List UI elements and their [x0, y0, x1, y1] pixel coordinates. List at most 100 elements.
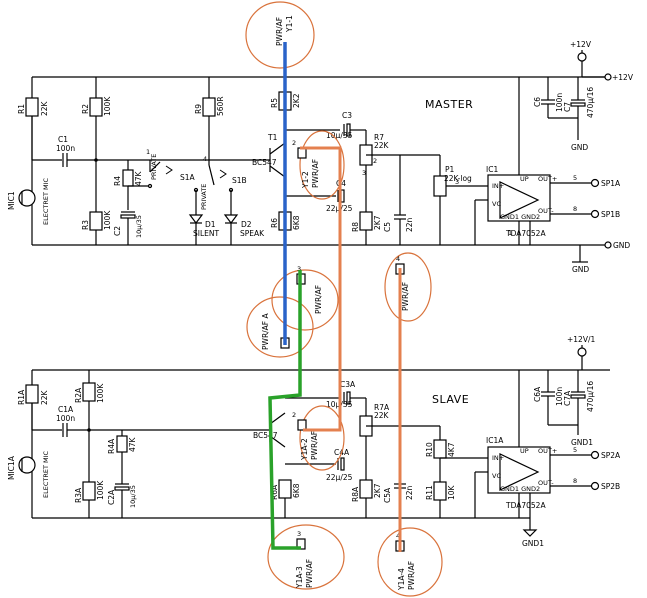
slave-r4-value: 47K	[128, 436, 137, 452]
master-r1-label: R1	[17, 104, 26, 114]
pin: 2	[373, 157, 377, 165]
ic-pin-inp: IN+	[492, 182, 504, 190]
master-r3-label: R3	[81, 220, 90, 230]
slave-c2-value: 10µ/35	[129, 485, 137, 508]
master-s1b-label: S1B	[232, 176, 247, 185]
vcc-slave-label: +12V/1	[567, 335, 595, 344]
master-s1b-private: PRIVATE	[200, 184, 208, 210]
slave-c7a-plate	[570, 394, 586, 399]
master-d2-value: SPEAK	[240, 229, 265, 238]
slave-r1-label: R1A	[17, 389, 26, 405]
gnd-label: GND	[571, 143, 588, 152]
pin: 5	[573, 446, 577, 454]
master-c7-label: C7	[563, 102, 572, 112]
master-r8	[359, 211, 373, 231]
master-s1b-link	[219, 169, 227, 179]
slave-section: R1A 22K MIC1A ELECTRET MIC C1A 100n R2A …	[7, 335, 621, 548]
master-mic-icon	[18, 189, 36, 207]
orange-af-wire	[300, 146, 342, 432]
master-r7-value: 22K	[374, 141, 390, 150]
y1-3-circle	[271, 269, 339, 331]
junction	[87, 428, 91, 432]
slave-r2-label: R2A	[74, 387, 83, 403]
slave-c5-label: C5A	[383, 487, 392, 503]
master-d2-label: D2	[241, 220, 252, 229]
y1a2-pwraf: PWR/AF	[310, 431, 319, 460]
slave-sp2a-label: SP2A	[601, 451, 621, 460]
slave-r11-label: R11	[425, 485, 434, 500]
y1a4-pwraf: PWR/AF	[407, 561, 416, 590]
master-r8-value: 2K7	[373, 215, 382, 230]
master-r8-label: R8	[351, 222, 360, 232]
slave-r7-value: 22K	[374, 411, 390, 420]
slave-section-title: SLAVE	[432, 393, 469, 406]
slave-r11-value: 10K	[447, 484, 456, 500]
junction	[94, 158, 98, 162]
master-t1-value: BC547	[252, 158, 277, 167]
master-c5-label: C5	[383, 222, 392, 232]
slave-ic1-label: IC1A	[486, 436, 504, 445]
sp2a-terminal-icon	[590, 450, 600, 460]
master-r1	[25, 97, 39, 117]
ic-pin-vc: VC	[492, 200, 501, 208]
master-t1-label: T1	[267, 133, 278, 142]
y12-pwraf: PWR/AF	[311, 159, 320, 188]
master-mic-label: MIC1	[7, 191, 16, 210]
slave-mic-label: MIC1A	[7, 455, 16, 480]
master-ic1-label: IC1	[486, 165, 498, 174]
y1a-4-circle	[377, 527, 443, 597]
ic-pin-outp: OUT+	[538, 175, 557, 183]
master-c6-value: 100n	[555, 93, 564, 112]
y1a3-id: Y1A-3	[295, 566, 304, 589]
vcc-rail-label: +12V	[612, 73, 634, 82]
slave-r4-label: R4A	[107, 438, 116, 454]
slave-r10	[433, 439, 447, 459]
master-s1a-lever	[149, 161, 161, 173]
gnd-rail-terminal-icon	[604, 241, 612, 249]
master-sp1a-label: SP1A	[601, 179, 621, 188]
slave-r1a	[25, 384, 39, 404]
master-r1-value: 22K	[40, 100, 49, 116]
master-r2-value: 100K	[103, 96, 112, 116]
master-mic-type: ELECTRET MIC	[42, 177, 50, 225]
master-r9-value: 560R	[216, 96, 225, 116]
slave-r8-value: 2K7	[373, 483, 382, 498]
master-sp1b-label: SP1B	[601, 210, 620, 219]
master-r5-value: 2K2	[292, 93, 301, 108]
slave-r7-label: R7A	[374, 403, 390, 412]
slave-r3-label: R3A	[74, 487, 83, 503]
master-section-title: MASTER	[425, 98, 473, 111]
slave-gnd-label-2: GND1	[571, 438, 593, 447]
slave-c4a-plate	[340, 457, 345, 471]
slave-r8-label: R8A	[351, 486, 360, 502]
master-section: R1 22K MIC1 ELECTRET MIC C1 100n R2 100K…	[7, 40, 634, 274]
slave-r4a	[116, 435, 128, 453]
slave-r8a	[359, 479, 373, 499]
y1a2-id: Y1A-2	[300, 438, 309, 461]
y13-pwraf: PWR/AF	[314, 285, 323, 314]
pin: 1	[146, 148, 150, 156]
ic-pin-up: UP	[520, 447, 529, 455]
master-c2-value: 10µ/35	[135, 215, 143, 238]
master-t1-emitter	[269, 165, 286, 178]
master-d1-value: SILENT	[193, 229, 220, 238]
slave-r10-value: 4K7	[447, 442, 456, 457]
master-r9-label: R9	[194, 104, 203, 114]
slave-r6-label: R6A	[270, 484, 279, 500]
master-c1-label: C1	[58, 135, 68, 144]
slave-c6-label: C6A	[533, 386, 542, 402]
master-p1-value: 22K-log	[444, 174, 472, 183]
pin: 3	[455, 178, 459, 186]
highlight-wires	[268, 42, 402, 552]
master-r3-value: 100K	[103, 210, 112, 230]
gnd-rail-label: GND	[613, 241, 630, 250]
master-r5-label: R5	[270, 98, 279, 108]
slave-t1-label: BC547	[253, 431, 278, 440]
master-c7-value: 470µ/16	[586, 87, 595, 118]
master-c3-label: C3	[342, 111, 352, 120]
pin: 4	[203, 155, 207, 163]
y1-2-circle	[299, 130, 345, 200]
connector-annotations: PWR/AF Y1-1 Y1-2 PWR/AF 2 PWR/AF 3 PWR/A…	[245, 1, 443, 597]
slave-c1-label: C1A	[58, 405, 74, 414]
y1a-3-circle	[267, 524, 345, 590]
